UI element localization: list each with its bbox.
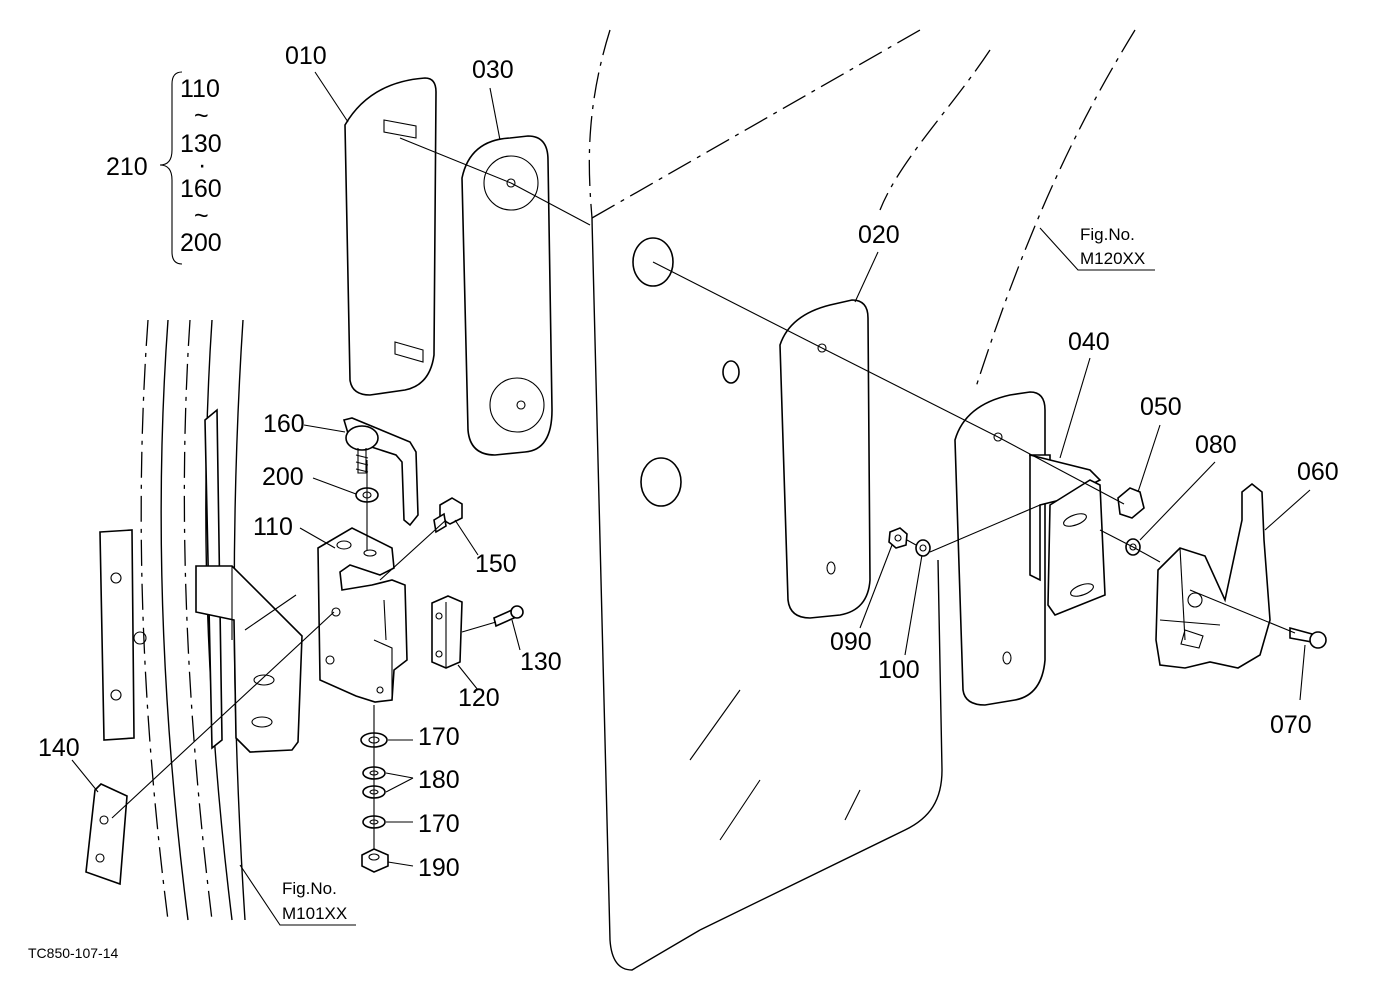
fig-ref-m101-title: Fig.No. [282, 879, 337, 898]
label-170-lower: 170 [418, 810, 460, 838]
drawing-code: TC850-107-14 [28, 945, 118, 961]
part-labels: 010 030 020 040 050 080 060 070 090 100 … [38, 42, 1339, 882]
assembly-lines [111, 137, 1296, 850]
label-150: 150 [475, 550, 517, 578]
label-140: 140 [38, 734, 80, 762]
screw-130 [493, 605, 524, 628]
plate-020 [779, 299, 871, 619]
fig-ref-m120-code: M120XX [1080, 249, 1145, 268]
label-160: 160 [263, 410, 305, 438]
set-group-number: 210 [106, 153, 148, 181]
door-glass-outline [588, 29, 1136, 971]
fig-ref-m101: Fig.No. M101XX [282, 879, 347, 923]
label-020: 020 [858, 221, 900, 249]
set-item-5: ~ [194, 202, 209, 230]
label-070: 070 [1270, 711, 1312, 739]
plate-140 [85, 783, 128, 886]
nut-090 [888, 527, 908, 549]
label-090: 090 [830, 628, 872, 656]
latch-060 [1155, 482, 1271, 669]
bracket-040 [1029, 453, 1106, 616]
leader-lines [71, 71, 1311, 926]
handle-160 [342, 417, 419, 527]
label-010: 010 [285, 42, 327, 70]
label-200: 200 [262, 463, 304, 491]
gasket-030 [461, 135, 553, 456]
set-group-bracket [159, 71, 183, 265]
label-080: 080 [1195, 431, 1237, 459]
label-100: 100 [878, 656, 920, 684]
label-030: 030 [472, 56, 514, 84]
label-130: 130 [520, 648, 562, 676]
fig-ref-m120: Fig.No. M120XX [1080, 225, 1145, 268]
fig-ref-m101-code: M101XX [282, 904, 347, 923]
fig-ref-m120-title: Fig.No. [1080, 225, 1135, 244]
label-120: 120 [458, 684, 500, 712]
plate-inner [954, 391, 1046, 706]
screw-070 [1289, 626, 1327, 649]
cab-frame-pillar [99, 319, 303, 921]
label-110: 110 [253, 513, 293, 541]
hinge-110 [317, 527, 408, 703]
set-group-list: 210 110 ~ 130 · 160 ~ 200 [106, 75, 222, 257]
washer-100 [915, 539, 931, 557]
cap-nut-050 [1117, 487, 1145, 519]
label-040: 040 [1068, 328, 1110, 356]
label-050: 050 [1140, 393, 1182, 421]
set-item-0: 110 [180, 75, 220, 103]
label-170-upper: 170 [418, 723, 460, 751]
label-190: 190 [418, 854, 460, 882]
label-060: 060 [1297, 458, 1339, 486]
set-item-4: 160 [180, 175, 222, 203]
set-item-2: 130 [180, 130, 222, 158]
set-item-1: ~ [194, 102, 209, 130]
block-120 [431, 595, 463, 669]
plate-010 [344, 77, 437, 396]
set-item-3: · [198, 151, 206, 179]
set-item-6: 200 [180, 229, 222, 257]
label-180: 180 [418, 766, 460, 794]
